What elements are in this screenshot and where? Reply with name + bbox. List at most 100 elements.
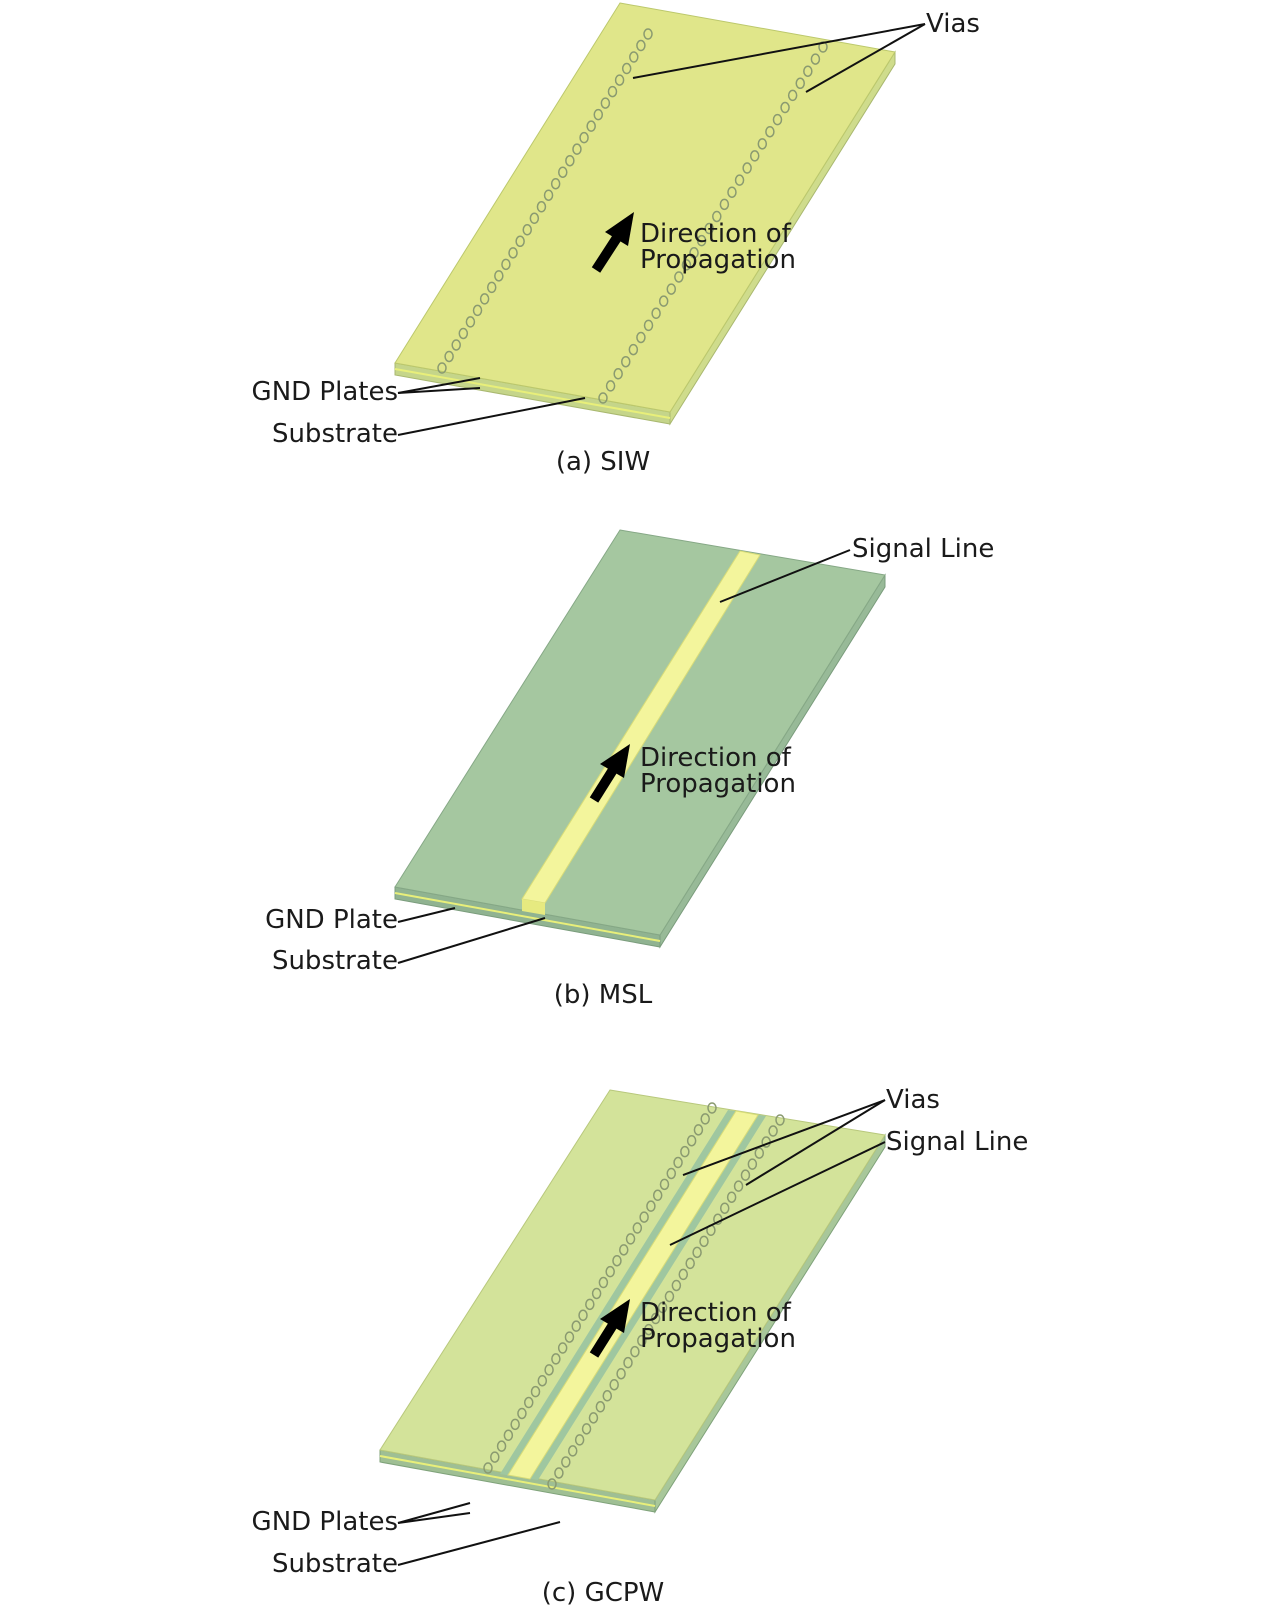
via-hole [685, 1257, 695, 1270]
msl-substrate-leader [397, 917, 546, 964]
via-hole [581, 1423, 592, 1435]
via-hole [772, 113, 783, 126]
gcpw-caption: (c) GCPW [542, 1578, 665, 1606]
gcpw-direction-label-2: Propagation [640, 1324, 796, 1354]
via-hole [639, 1211, 649, 1223]
via-hole [585, 1298, 595, 1311]
via-hole [650, 1312, 661, 1325]
via-hole [681, 259, 692, 271]
siw-via-rows [437, 28, 828, 404]
siw-gnd-leader-1 [397, 377, 481, 394]
via-hole [749, 150, 760, 162]
via-hole [602, 1390, 613, 1402]
via-hole [673, 1156, 683, 1169]
via-hole [643, 1323, 654, 1336]
via-hole [726, 1191, 737, 1203]
via-hole [636, 331, 646, 344]
via-hole [719, 198, 730, 211]
gcpw-signal-label: Signal Line [886, 1127, 1028, 1157]
gcpw-direction-arrow [589, 1299, 630, 1358]
via-hole [742, 162, 752, 174]
via-hole [551, 1353, 561, 1365]
via-hole [628, 343, 639, 356]
via-hole [578, 1309, 588, 1322]
via-hole [588, 1412, 599, 1424]
via-hole [632, 1222, 643, 1234]
via-hole [547, 1478, 557, 1490]
msl-caption: (b) MSL [554, 980, 653, 1010]
via-hole [579, 131, 589, 144]
via-hole [734, 174, 745, 186]
gcpw-gnd-label: GND Plates [252, 1507, 398, 1537]
via-hole [621, 62, 632, 75]
via-hole [572, 143, 582, 155]
via-hole [754, 1147, 765, 1159]
msl-substrate-label: Substrate [272, 946, 398, 976]
via-hole [651, 307, 661, 320]
via-hole [600, 97, 611, 109]
via-hole [574, 1434, 585, 1446]
siw-substrate-edge [394, 368, 671, 419]
via-hole [757, 138, 768, 150]
via-hole [451, 339, 461, 351]
via-hole [444, 350, 454, 363]
via-hole [598, 392, 608, 404]
siw-gnd-label: GND Plates [252, 377, 398, 407]
via-hole [595, 1401, 606, 1413]
msl-direction-label-2: Propagation [640, 769, 796, 799]
via-hole [621, 355, 631, 368]
gcpw-vias-leader-1 [682, 1099, 886, 1176]
via-hole [652, 1189, 663, 1202]
msl-strip-front [522, 899, 545, 915]
via-hole [510, 1418, 520, 1431]
via-hole [523, 1396, 534, 1409]
via-hole [678, 1268, 689, 1281]
via-hole [591, 1287, 602, 1300]
via-hole [643, 28, 653, 40]
siw-substrate-label: Substrate [272, 419, 398, 449]
via-hole [619, 1244, 629, 1256]
via-hole [707, 1102, 717, 1114]
via-hole [565, 154, 575, 167]
gcpw-gnd-leader-1 [397, 1502, 471, 1524]
via-hole [605, 380, 616, 392]
via-hole [674, 271, 684, 283]
gcpw-signal-leader [669, 1141, 886, 1246]
via-hole [658, 295, 669, 307]
msl-gnd-leader [397, 907, 456, 923]
via-hole [508, 247, 518, 259]
msl-signal-label: Signal Line [852, 534, 994, 564]
via-hole [586, 120, 596, 132]
via-hole [623, 1356, 633, 1369]
siw-vias-leader-2 [805, 23, 926, 93]
via-hole [768, 1125, 778, 1137]
gcpw-vias-leader-2 [745, 1099, 886, 1186]
via-hole [643, 319, 654, 332]
gcpw-via-rows [483, 1102, 785, 1490]
via-hole [666, 283, 677, 295]
gcpw-vias-label: Vias [886, 1085, 940, 1115]
gcpw-substrate-leader [397, 1521, 561, 1566]
siw-direction-arrow [591, 212, 634, 273]
gcpw-gnd-leader-2 [397, 1512, 471, 1524]
via-hole [747, 1158, 758, 1170]
via-hole [795, 77, 805, 90]
via-hole [515, 235, 525, 248]
siw-substrate-leader [397, 397, 586, 436]
via-hole [494, 270, 504, 282]
via-hole [544, 1364, 554, 1376]
via-hole [699, 1235, 709, 1248]
via-hole [465, 316, 476, 328]
siw-vias-label: Vias [926, 9, 980, 39]
via-hole [680, 1145, 690, 1158]
via-hole [693, 1124, 704, 1136]
via-hole [458, 327, 469, 340]
via-hole [666, 1167, 677, 1180]
gcpw-substrate-label: Substrate [272, 1549, 398, 1579]
via-hole [536, 201, 547, 213]
via-hole [727, 186, 737, 198]
via-hole [616, 1367, 626, 1380]
via-hole [605, 1265, 615, 1278]
via-hole [613, 368, 623, 380]
